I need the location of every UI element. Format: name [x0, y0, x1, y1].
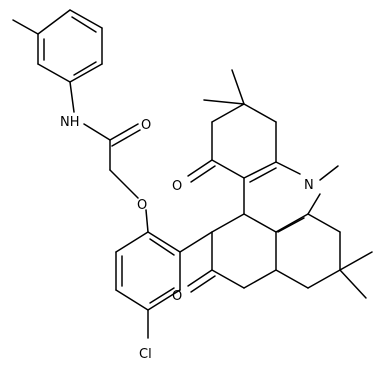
bond: [203, 99, 245, 105]
bond: [277, 217, 305, 233]
ether-oxygen-label: O: [137, 198, 147, 213]
chlorine-label: Cl: [139, 347, 152, 362]
bond: [37, 9, 71, 35]
bond: [243, 213, 277, 233]
bond: [115, 289, 149, 311]
bond: [37, 63, 71, 83]
bond: [73, 61, 97, 76]
bond: [307, 269, 341, 289]
bond: [147, 289, 181, 311]
bond: [249, 167, 277, 183]
bond: [211, 159, 245, 179]
bond: [111, 129, 141, 147]
top-ketone-oxygen-label: O: [172, 179, 182, 194]
bottom-ketone-oxygen-label: O: [172, 289, 182, 304]
bond: [145, 209, 149, 233]
bond: [307, 193, 321, 215]
atom-label-layer: NH O O N O O Cl: [60, 115, 314, 362]
bond: [243, 103, 277, 123]
bond: [187, 269, 213, 287]
bond: [187, 159, 213, 177]
bond: [190, 275, 216, 293]
bond: [275, 161, 301, 175]
bond: [211, 269, 245, 289]
bond: [339, 251, 373, 271]
bond: [69, 9, 103, 29]
ring-nitrogen-label: N: [304, 178, 314, 193]
bond: [109, 123, 139, 141]
bond: [149, 287, 175, 304]
bond: [179, 231, 213, 253]
bond: [231, 69, 245, 105]
bond: [243, 161, 277, 179]
bond: [307, 213, 341, 233]
bond: [211, 213, 245, 233]
bond: [115, 231, 149, 253]
bond: [71, 16, 97, 33]
bond: [243, 269, 277, 289]
bond: [69, 63, 103, 83]
bond: [147, 231, 181, 253]
bond: [319, 165, 339, 181]
bond: [275, 213, 309, 233]
bond: [211, 103, 245, 123]
bond: [275, 269, 309, 289]
bond: [190, 165, 216, 183]
amide-oxygen-label: O: [141, 118, 151, 133]
bond: [12, 19, 39, 35]
bond-layer: [12, 9, 373, 339]
bond: [109, 169, 139, 199]
bond: [69, 81, 75, 113]
nh-label: NH: [60, 115, 80, 130]
bond: [339, 269, 367, 299]
bond: [149, 238, 175, 256]
bond: [83, 123, 111, 141]
